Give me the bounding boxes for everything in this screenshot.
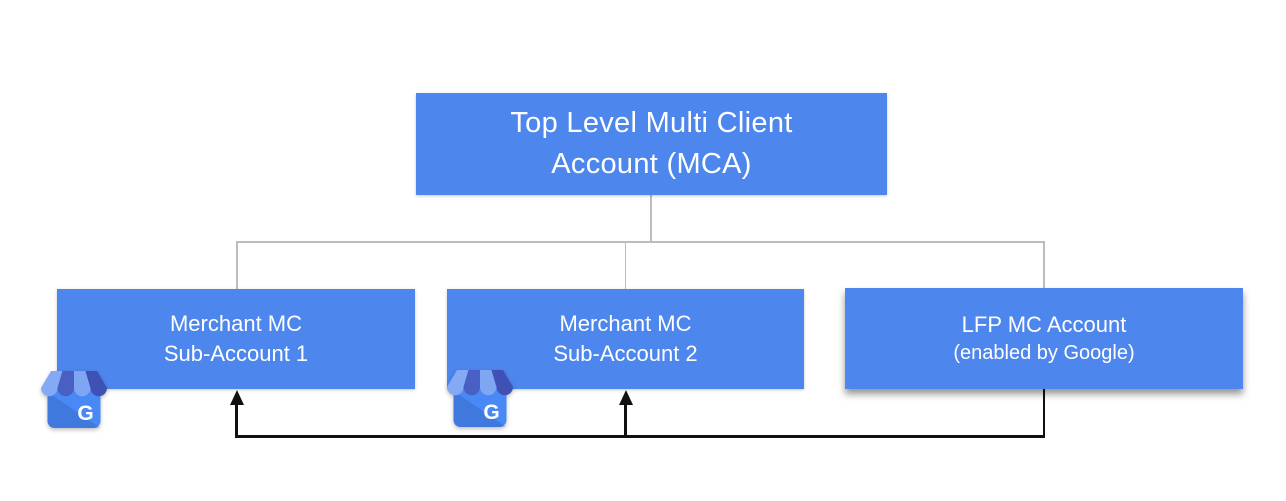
storefront-fold	[453, 391, 507, 427]
business-profile-icon: G	[447, 370, 513, 427]
node-merchant-sub-account-1: Merchant MC Sub-Account 1	[57, 289, 415, 389]
storefront-fold	[47, 392, 101, 428]
hierarchy-drop-line-sub2	[624, 241, 627, 289]
node-sub1-line1: Merchant MC	[169, 311, 303, 336]
g-letter: G	[483, 401, 499, 424]
hierarchy-drop-line-lfp	[1043, 241, 1045, 288]
node-top-level-mca-line1: Top Level Multi Client	[510, 107, 793, 139]
awning-stripe-4	[491, 370, 513, 396]
awning-stripe-3	[480, 370, 497, 396]
feed-arrow-shaft-sub2	[624, 403, 627, 435]
feed-arrow-shaft-sub1	[235, 403, 238, 435]
awning-stripe-3	[74, 371, 91, 397]
feed-arrowhead-sub2	[618, 390, 633, 405]
business-profile-icon: G	[41, 371, 107, 428]
feed-line-from-lfp	[1042, 389, 1046, 435]
node-lfp-mc-account: LFP MC Account (enabled by Google)	[845, 288, 1243, 389]
g-letter: G	[77, 402, 93, 425]
feed-horizontal-line	[235, 435, 1046, 438]
node-merchant-sub-account-2: Merchant MC Sub-Account 2	[447, 289, 804, 389]
hierarchy-horizontal-line	[235, 241, 1045, 243]
node-sub2-line1: Merchant MC	[559, 311, 692, 336]
node-lfp-line2: (enabled by Google)	[953, 341, 1135, 364]
node-lfp-line1: LFP MC Account	[961, 311, 1127, 337]
hierarchy-stem-line	[650, 195, 652, 242]
node-top-level-mca: Top Level Multi Client Account (MCA)	[416, 93, 887, 195]
hierarchy-drop-line-sub1	[235, 241, 238, 289]
node-top-level-mca-line2: Account (MCA)	[551, 148, 752, 180]
node-sub2-line2: Sub-Account 2	[553, 341, 698, 366]
feed-arrowhead-sub1	[229, 390, 244, 405]
awning-stripe-4	[85, 371, 107, 397]
node-sub1-line2: Sub-Account 1	[163, 341, 309, 366]
awning-stripe-1	[447, 370, 469, 396]
awning-stripe-2	[57, 371, 74, 397]
awning-stripe-2	[463, 370, 480, 396]
awning-stripe-1	[41, 371, 63, 397]
